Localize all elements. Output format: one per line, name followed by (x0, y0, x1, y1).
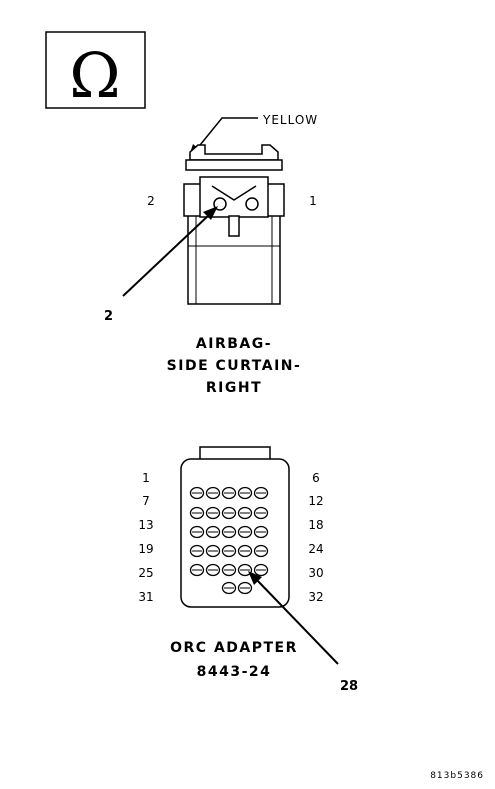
airbag-pin-left-label: 2 (147, 194, 155, 208)
orc-right-pin-label: 32 (308, 590, 323, 604)
airbag-callout-arrow (122, 213, 211, 297)
orc-adapter-cavity-grid (189, 486, 269, 595)
orc-right-pin-labels: 6 12 18 24 30 32 (308, 471, 323, 604)
wire-color-label: YELLOW (262, 113, 318, 127)
orc-left-pin-label: 13 (138, 518, 153, 532)
connector-top-cap (189, 144, 279, 161)
connector-key (211, 185, 257, 201)
orc-right-pin-label: 24 (308, 542, 323, 556)
airbag-title-line-3: RIGHT (206, 380, 262, 396)
orc-left-pin-label: 25 (138, 566, 153, 580)
orc-right-pin-label: 30 (308, 566, 323, 580)
cavity-1 (245, 197, 259, 211)
connector-body (187, 216, 281, 305)
connector-latch (228, 215, 240, 237)
orc-callout-arrowhead (248, 571, 262, 585)
orc-title-line-1: ORC ADAPTER (170, 640, 298, 656)
ohmmeter-symbol: Ω (45, 31, 146, 112)
wire-color-leader (195, 117, 258, 151)
orc-callout-arrow (254, 577, 339, 665)
orc-right-pin-label: 6 (312, 471, 320, 485)
orc-right-pin-label: 12 (308, 494, 323, 508)
orc-left-pin-label: 19 (138, 542, 153, 556)
figure-id: 813b5386 (430, 771, 484, 781)
orc-adapter-connector: 1 7 13 19 25 31 6 12 18 24 30 32 28 ORC … (138, 446, 358, 694)
airbag-callout-arrowhead (203, 206, 218, 220)
ohm-symbol-box (45, 31, 146, 109)
ohm-icon: Ω (69, 39, 120, 112)
orc-left-pin-label: 1 (142, 471, 150, 485)
orc-callout-number: 28 (340, 679, 358, 694)
airbag-connector: YELLOW 2 1 2 AIRBAG- SIDE CURTAIN- RIGHT (104, 113, 318, 396)
orc-title-line-2: 8443-24 (197, 664, 272, 680)
orc-left-pin-label: 7 (142, 494, 150, 508)
connector-shoulder (185, 159, 283, 171)
orc-right-pin-label: 18 (308, 518, 323, 532)
airbag-title-line-2: SIDE CURTAIN- (167, 358, 302, 374)
airbag-title-line-1: AIRBAG- (196, 336, 272, 352)
orc-left-pin-label: 31 (138, 590, 153, 604)
airbag-callout-number: 2 (104, 309, 113, 324)
airbag-pin-right-label: 1 (309, 194, 317, 208)
orc-left-pin-labels: 1 7 13 19 25 31 (138, 471, 153, 604)
